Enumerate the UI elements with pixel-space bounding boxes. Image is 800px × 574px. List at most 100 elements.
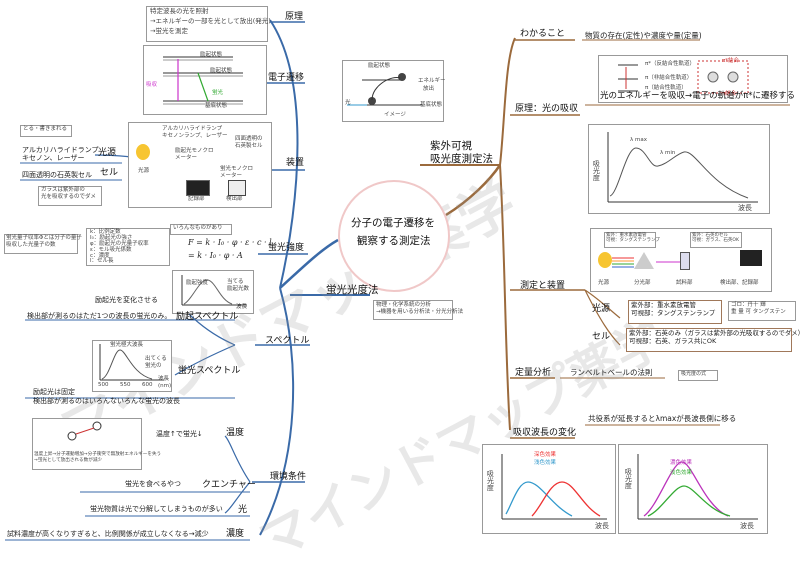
center-diagram-energy: エネルギー: [418, 78, 446, 84]
uv-light-source-value: 紫外部：重水素放電管 可視部：タングステンランプ: [631, 301, 716, 317]
principle-line3: →蛍光を測定: [150, 27, 188, 35]
uv-light-source-box: [628, 300, 722, 324]
principle-label[interactable]: 原理: [285, 12, 304, 22]
uv-cell-box: [626, 328, 792, 352]
shift-right-plot: [637, 454, 758, 520]
orbital-2: π（結合性軌道）: [645, 85, 687, 91]
shift-right-b: 淡色効果: [670, 470, 693, 476]
intensity-label[interactable]: 蛍光強度: [268, 243, 305, 253]
uv-light-source-label[interactable]: 光源: [592, 304, 611, 314]
uv-lambda-max: λ max: [630, 137, 647, 143]
uv-branch-title2[interactable]: 吸光度測定法: [430, 153, 493, 165]
uv-device-note2-box: [690, 232, 742, 248]
excitation-axis-x: 波長: [236, 304, 248, 310]
fluor-spectrum-label[interactable]: 蛍光スペクトル: [178, 366, 241, 376]
center-diagram-ground: 基底状態: [420, 102, 443, 108]
excitation-spectrum-plot: [181, 275, 247, 306]
cell-note: ガラスは紫外部の 光を吸収するのでダメ: [41, 187, 96, 200]
uv-device-label[interactable]: 測定と装置: [520, 281, 566, 291]
quencher-label[interactable]: クエンチャー: [202, 480, 256, 490]
shift-left-b: 浅色効果: [534, 460, 557, 466]
center-diagram-caption: イメージ: [384, 112, 406, 118]
transition-fluor: 蛍光: [212, 90, 224, 96]
shift-left-axis-y: 吸光度: [486, 470, 495, 491]
device-lamp: アルカリハライドランプ キセノンランプ、レーザー: [162, 126, 228, 139]
center-diagram-light: 光: [345, 100, 351, 106]
spectrum-label[interactable]: スペクトル: [265, 336, 310, 346]
center-diagram-release: 放出: [423, 86, 435, 92]
shift-value: 共役系が延長するとλmaxが長波長側に移る: [588, 414, 737, 423]
fluor-note2: 検出部が測るのはいろんないろんな蛍光の波長: [33, 397, 180, 405]
transition-label[interactable]: 電子遷移: [268, 73, 305, 83]
uv-light-note: ゴロ：丹十 輝 重 量 可 タングステン: [731, 302, 786, 315]
analysis-note: 物理・化学系統の分析 →機器を用いる分析法・分光分析法: [376, 302, 464, 315]
uv-principle-label[interactable]: 原理：光の吸収: [515, 104, 579, 114]
uv-principle-value: 光のエネルギーを吸収→電子の軌道がπ*に遷移する: [600, 91, 795, 101]
quencher-value: 蛍光を食べるやつ: [125, 480, 181, 488]
intensity-term-1: k：比例定数: [90, 229, 121, 235]
formula-line1: F = k · I₀ · φ · ε · c · l: [188, 238, 272, 247]
intensity-term-6: l：セル長: [90, 258, 114, 264]
intensity-term-3: φ：励起光の光量子収率: [90, 241, 149, 247]
shift-label[interactable]: 吸収波長の変化: [513, 428, 577, 438]
analysis-note-box: [373, 300, 453, 320]
central-topic[interactable]: [338, 180, 450, 292]
formula-line2: = k · I₀ · φ · A: [188, 251, 243, 260]
excitation-peak-note: 当てる 励起光数: [227, 279, 250, 292]
uv-part-detect: 検出部、記録部: [720, 280, 759, 286]
uv-branch-title1[interactable]: 紫外可視: [430, 140, 472, 152]
cell-note-box: [38, 186, 102, 206]
temp-box-text: 温度上昇→分子運動増加→分子衝突で無放射エネルギーを失う →蛍光として放出される…: [34, 452, 162, 463]
light-source-value: アルカリハライドランプ キセノン、レーザー: [22, 146, 99, 163]
lightbulb-icon: [136, 144, 150, 160]
excitation-note2: 検出部が測るのはただ1つの波長の蛍光のみ。: [27, 312, 172, 320]
understand-label[interactable]: わかること: [520, 29, 566, 39]
temp-value: 温度↑で蛍光↓: [156, 430, 203, 438]
uv-device-note1-box: [604, 232, 656, 248]
shift-left-plot: [501, 454, 607, 520]
cell-label[interactable]: セル: [100, 168, 119, 178]
uv-light-note-box: [728, 301, 796, 321]
fluor-note3: 出てくる 蛍光の: [145, 356, 167, 369]
fluor-branch-title[interactable]: 蛍光光度法: [326, 284, 379, 296]
uv-axis-y: 吸光度: [592, 160, 601, 181]
light-source-note: とる・書きまれる: [23, 126, 68, 132]
intensity-term-4: ε：モル吸光係数: [90, 247, 132, 253]
uv-lambda-min: λ min: [660, 150, 676, 156]
energy-diagram: [347, 73, 422, 106]
quant-label[interactable]: 定量分析: [515, 368, 552, 378]
cuvette-icon: [680, 252, 690, 270]
principle-box: [146, 6, 268, 42]
uv-spectrum-box: [588, 124, 770, 214]
jablonski-diagram: [163, 56, 243, 105]
fluor-peak-label: 蛍光極大波長: [110, 342, 144, 348]
conc-label[interactable]: 濃度: [226, 529, 245, 539]
orbital-anti: π*結合: [722, 58, 740, 64]
light-label[interactable]: 光: [238, 505, 248, 515]
env-label[interactable]: 環境条件: [270, 472, 307, 482]
temp-label[interactable]: 温度: [226, 428, 245, 438]
uv-part-sample: 試料部: [676, 280, 693, 286]
uv-monitor-icon: [740, 250, 762, 266]
fluor-tick-3: 600: [142, 382, 153, 388]
quant-note-box: [678, 370, 718, 381]
uv-spectrum-plot: [607, 132, 758, 203]
monitor-icon: [186, 180, 210, 196]
transition-absorb: 吸収: [146, 82, 158, 88]
fluor-tick-1: 500: [98, 382, 109, 388]
uv-cell-label[interactable]: セル: [592, 332, 611, 342]
device-sample: 四面透明の 石英製セル: [235, 136, 263, 149]
light-source-label[interactable]: 光源: [98, 148, 117, 158]
formula-note-box: [170, 224, 232, 235]
orbital-diagram: [618, 60, 749, 94]
uv-lightbulb-icon: [598, 252, 612, 268]
excitation-spectrum-label[interactable]: 励起スペクトル: [176, 312, 239, 322]
device-label[interactable]: 装置: [286, 158, 305, 168]
quant-note: 吸光度の式: [681, 371, 707, 377]
excitation-spectrum-box: [172, 270, 254, 314]
uv-part-spectro: 分光部: [634, 280, 651, 286]
temp-box: [32, 418, 142, 470]
light-value: 蛍光物質は光で分解してしまうものが多い: [90, 505, 223, 513]
center-diagram-excited: 励起状態: [368, 63, 391, 69]
principle-line2: →エネルギーの一部を光として放出(発光): [150, 17, 271, 25]
